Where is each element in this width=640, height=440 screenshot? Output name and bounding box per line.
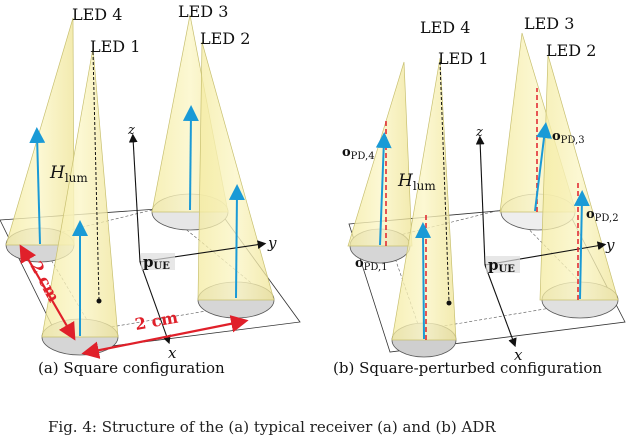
light-cone-led-4 (347, 61, 413, 247)
figure-caption: Fig. 4: Structure of the (a) typical rec… (48, 418, 496, 436)
led-label: LED 2 (200, 29, 250, 48)
led-label: LED 1 (438, 49, 488, 68)
led-label: LED 4 (420, 18, 470, 37)
caption-panel-b: (b) Square-perturbed configuration (333, 359, 603, 377)
pd-normal-arrow (573, 190, 590, 300)
dimension-label-horizontal: 2 cm (133, 308, 179, 334)
axis-y-label: y (605, 236, 615, 254)
light-cone-led-2 (197, 41, 275, 301)
led-label: LED 2 (546, 41, 596, 60)
pd-normal-arrow (415, 222, 432, 340)
panel-b: LED 4 LED 3 LED 1 LED 2 Hlum z y x pUE o… (342, 14, 626, 364)
pd-normal-arrow (375, 132, 392, 246)
pd-label-2: oPD,2 (586, 207, 619, 224)
pd-normal-arrow (228, 184, 245, 299)
ue-label: pUE (143, 253, 170, 272)
ue-label-bg (141, 253, 175, 270)
pd-label-3: oPD,3 (552, 129, 585, 146)
ue-label: pUE (488, 256, 515, 275)
height-label: Hlum (397, 171, 436, 193)
axis-y-label: y (267, 234, 277, 252)
pd-label-1: oPD,1 (355, 256, 388, 273)
height-line (439, 61, 450, 303)
caption-panel-a: (a) Square configuration (38, 359, 225, 377)
axis-x (484, 264, 517, 348)
pd-normal-arrow (29, 127, 46, 245)
axis-x-label: x (168, 344, 177, 362)
axis-z-label: z (475, 125, 483, 140)
light-cone-led-2 (539, 54, 619, 301)
panel-a: LED 4 LED 3 LED 1 LED 2 Hlum z y x pUE 2… (0, 2, 301, 362)
led-label: LED 4 (72, 5, 122, 24)
ue-label-bg (486, 256, 520, 273)
led-label: LED 3 (524, 14, 574, 33)
led-1-ground-point (96, 298, 102, 304)
led-1-ground-point (446, 300, 452, 306)
axis-z (475, 135, 486, 266)
pd-label-4: oPD,4 (342, 145, 375, 162)
pd-normal-arrow (182, 105, 199, 211)
light-cone-led-1 (391, 57, 457, 341)
axis-z (128, 133, 141, 263)
dimension-arrow-vertical (19, 244, 76, 341)
ground-plane (348, 204, 626, 353)
led-label: LED 3 (178, 2, 228, 21)
dimension-arrow-horizontal (81, 315, 249, 359)
height-line (92, 51, 100, 301)
pd-normal-arrow (534, 122, 552, 212)
axis-x-label: x (514, 346, 523, 364)
led-label: LED 1 (90, 37, 140, 56)
axis-z-label: z (127, 123, 135, 138)
height-label: Hlum (49, 163, 88, 185)
